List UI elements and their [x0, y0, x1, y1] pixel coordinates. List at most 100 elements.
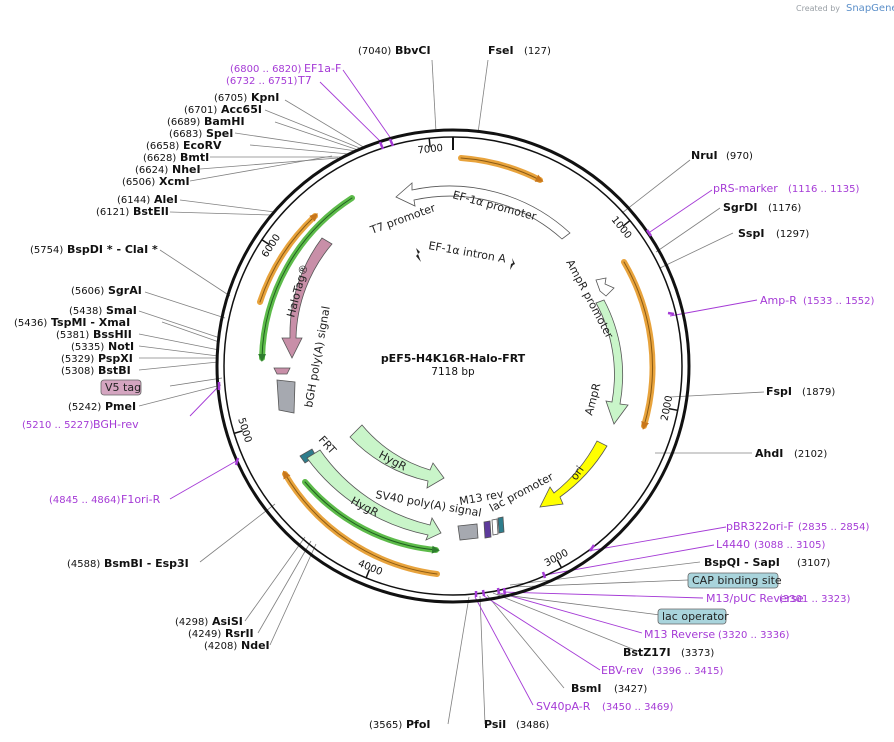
- site-pos: (127): [524, 46, 551, 57]
- site-name: BsmBI - Esp3I: [104, 557, 189, 570]
- orf-arcs: [257, 155, 656, 577]
- site-pos: (1879): [802, 387, 835, 398]
- site-name: TspMI - XmaI: [51, 316, 130, 329]
- backbone-outer-ring: [215, 128, 691, 604]
- primer-name: SV40pA-R: [536, 700, 591, 713]
- site-name: KpnI: [251, 91, 279, 104]
- ori-arrow: [539, 440, 608, 508]
- primer-range: (2835 .. 2854): [798, 522, 870, 533]
- site-pos: (1297): [776, 229, 809, 240]
- site-name: NruI: [691, 149, 718, 162]
- site-pos: (7040): [358, 46, 391, 57]
- site-pos: (5308): [61, 366, 94, 377]
- bgh-polya-box: [276, 379, 296, 414]
- site-pos: (6689): [167, 117, 200, 128]
- site-pos: (6144): [117, 195, 150, 206]
- tick-mark: [233, 430, 243, 435]
- v5-tag-label: V5 tag: [105, 381, 141, 394]
- primer-name: L4440: [716, 538, 750, 551]
- site-name: BstBI: [98, 364, 131, 377]
- v5-tag-box: [100, 379, 142, 396]
- ampr-arrow: [595, 299, 629, 425]
- plasmid-length: 7118 bp: [431, 366, 475, 378]
- tick-mark: [261, 239, 270, 246]
- site-pos: (3107): [797, 558, 830, 569]
- site-name: RsrII: [225, 627, 254, 640]
- site-pos: (5606): [71, 286, 104, 297]
- primer-range: (5210 .. 5227): [22, 420, 94, 431]
- site-pos: (6701): [184, 105, 217, 116]
- primer-range: (3320 .. 3336): [718, 630, 790, 641]
- cap-binding-box: [687, 572, 779, 589]
- site-name: BsmI: [571, 682, 602, 695]
- site-pos: (6658): [146, 141, 179, 152]
- site-pos: (6628): [143, 153, 176, 164]
- site-pos: (2102): [794, 449, 827, 460]
- tick-label: 1000: [609, 215, 634, 242]
- coordinate-ticks: [233, 138, 678, 579]
- ampr-promoter-arrow: [595, 277, 615, 297]
- site-pos: (6506): [122, 177, 155, 188]
- site-pos: (3486): [516, 720, 549, 731]
- site-pos: (5438): [69, 306, 102, 317]
- site-name: BbvCI: [395, 44, 431, 57]
- site-pos: (6121): [96, 207, 129, 218]
- ef1a-promoter-arrow: [395, 182, 571, 240]
- primer-range: (3450 .. 3469): [602, 702, 674, 713]
- site-name: PspXI: [98, 352, 133, 365]
- site-pos: (4298): [175, 617, 208, 628]
- site-name: SpeI: [206, 127, 233, 140]
- halotag-arrow: [281, 237, 333, 359]
- ampr-label: AmpR: [582, 381, 603, 416]
- primer-name: Amp-R: [760, 294, 797, 307]
- site-pos: (3427): [614, 684, 647, 695]
- primer-name: pBR322ori-F: [726, 520, 794, 533]
- intron-arrow-right: [510, 258, 515, 270]
- bgh-polya-label: bGH poly(A) signal: [302, 305, 333, 408]
- primer-range: (6800 .. 6820): [230, 64, 302, 75]
- created-by-credit: Created by: [796, 4, 840, 13]
- lac-operator-mark: [483, 520, 492, 539]
- hygr-label-inner: HygR: [377, 448, 409, 473]
- lac-operator-box: [657, 608, 727, 625]
- primer-name: M13 Reverse: [644, 628, 715, 641]
- primer-range: (3396 .. 3415): [652, 666, 724, 677]
- lac-operator-label: lac operator: [662, 610, 729, 623]
- site-name: NheI: [172, 163, 201, 176]
- site-name: AhdI: [755, 447, 783, 460]
- site-name: XcmI: [159, 175, 190, 188]
- site-pos: (5242): [68, 402, 101, 413]
- site-name: SmaI: [106, 304, 137, 317]
- primer-range: (6732 .. 6751): [226, 76, 298, 87]
- tick-label: 7000: [417, 143, 443, 157]
- primer-name: M13/pUC Reverse: [706, 592, 804, 605]
- ampr-promoter-label: AmpR promoter: [563, 257, 616, 341]
- site-pos: (4588): [67, 559, 100, 570]
- site-name: AleI: [154, 193, 178, 206]
- site-name: Acc65I: [221, 103, 262, 116]
- site-name: SgrDI: [723, 201, 757, 214]
- site-name: BamHI: [204, 115, 245, 128]
- tick-label: 5000: [235, 417, 253, 445]
- site-labels: (7040) BbvCI FseI (127) (6705) KpnI (670…: [14, 44, 835, 731]
- primer-name: EF1a-F: [304, 62, 341, 75]
- site-pos: (970): [726, 151, 753, 162]
- features: [273, 182, 629, 541]
- primer-range: (4845 .. 4864): [49, 495, 121, 506]
- site-pos: (5329): [61, 354, 94, 365]
- tick-mark: [622, 220, 631, 227]
- cap-site-mark: [497, 516, 505, 534]
- primer-name: F1ori-R: [121, 493, 161, 506]
- site-name: PfoI: [406, 718, 431, 731]
- halotag-label: HaloTag®: [284, 263, 311, 319]
- lac-promoter-mark: [491, 518, 499, 536]
- sv40-polya-box: [457, 523, 479, 541]
- site-name: NotI: [108, 340, 134, 353]
- site-name: FseI: [488, 44, 514, 57]
- tick-label: 2000: [660, 395, 676, 422]
- site-pos: (1176): [768, 203, 801, 214]
- hygr-arrow-outer: [306, 449, 442, 541]
- tick-mark: [428, 138, 431, 148]
- ef1a-intron-label: EF-1α intron A: [427, 239, 507, 265]
